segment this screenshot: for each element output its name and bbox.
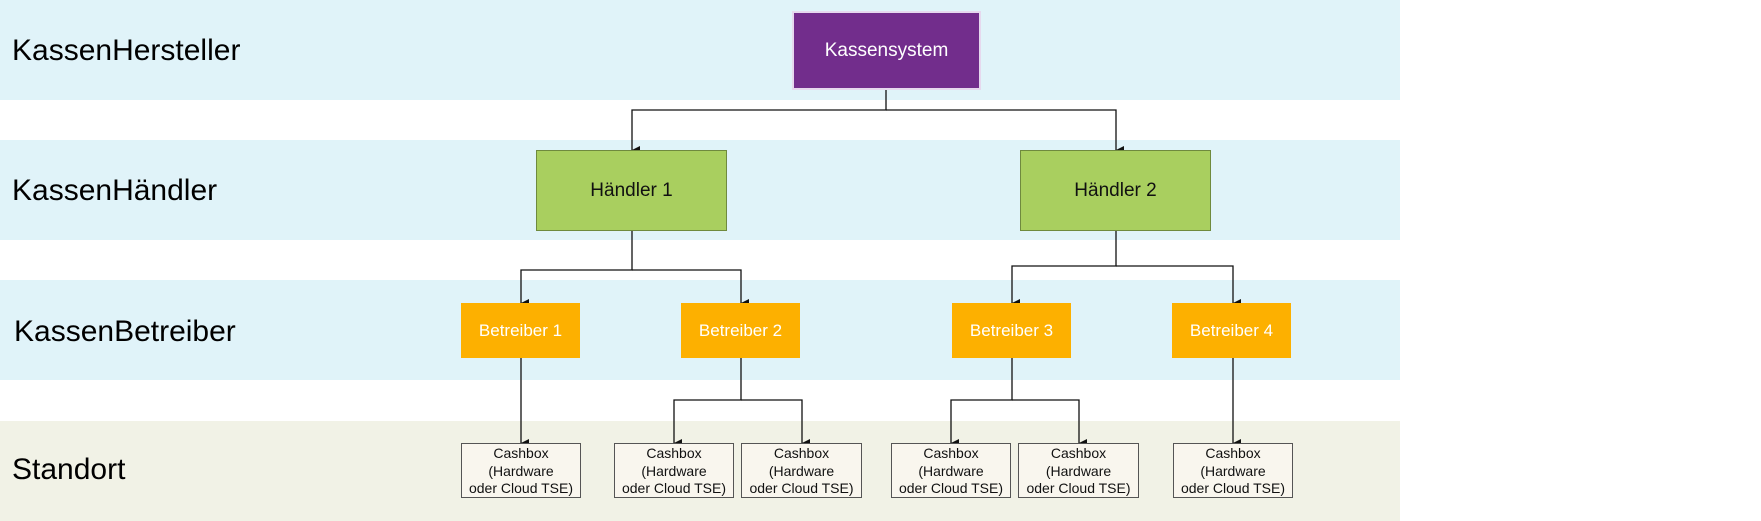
level-label-operator: KassenBetreiber	[14, 315, 236, 348]
cashbox-line2: (Hardware	[488, 462, 554, 479]
level-label-dealer: KassenHändler	[12, 174, 218, 207]
node-operator-2: Betreiber 2	[681, 303, 800, 358]
node-kassensystem: Kassensystem	[792, 11, 981, 90]
node-operator-3: Betreiber 3	[952, 303, 1071, 358]
cashbox-line3: oder Cloud TSE)	[621, 480, 726, 497]
level-label-location: Standort	[12, 453, 126, 486]
level-label-manufacturer: KassenHersteller	[12, 34, 241, 67]
band-manufacturer	[0, 0, 1400, 100]
cashbox-line1: Cashbox	[923, 445, 979, 462]
node-operator-1: Betreiber 1	[461, 303, 580, 358]
cashbox-line3: oder Cloud TSE)	[1180, 480, 1285, 497]
cashbox-line1: Cashbox	[1050, 445, 1107, 462]
node-dealer-1: Händler 1	[536, 150, 727, 231]
cashbox-line3: oder Cloud TSE)	[468, 480, 573, 497]
cashbox-line2: (Hardware	[1045, 462, 1112, 479]
cashbox-line1: Cashbox	[493, 445, 549, 462]
node-operator-4: Betreiber 4	[1172, 303, 1291, 358]
cashbox-line3: oder Cloud TSE)	[1026, 480, 1131, 497]
cashbox-line1: Cashbox	[773, 445, 830, 462]
cashbox-line1: Cashbox	[646, 445, 702, 462]
cashbox-line2: (Hardware	[918, 462, 984, 479]
cashbox-line3: oder Cloud TSE)	[749, 480, 854, 497]
cashbox-line2: (Hardware	[641, 462, 707, 479]
cashbox-line2: (Hardware	[768, 462, 835, 479]
node-dealer-2: Händler 2	[1020, 150, 1211, 231]
cashbox-line1: Cashbox	[1205, 445, 1261, 462]
cashbox-line3: oder Cloud TSE)	[898, 480, 1003, 497]
cashbox-line2: (Hardware	[1200, 462, 1266, 479]
